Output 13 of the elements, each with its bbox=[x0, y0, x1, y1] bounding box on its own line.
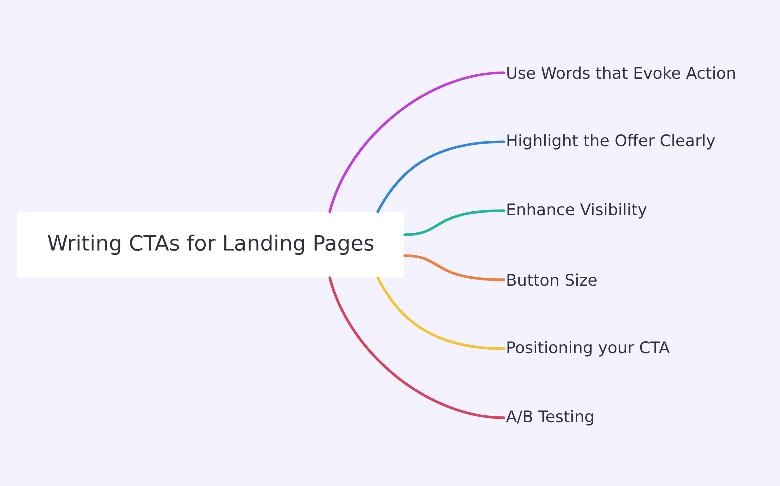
branch-label: Enhance Visibility bbox=[508, 203, 647, 219]
branch-connector bbox=[376, 140, 506, 214]
branch-connector bbox=[328, 276, 506, 420]
branch-label: A/B Testing bbox=[506, 410, 594, 426]
branch-connector bbox=[404, 210, 506, 236]
branch-label: Use Words that Evoke Action bbox=[508, 66, 736, 80]
root-topic-box: Writing CTAs for Landing Pages bbox=[18, 212, 404, 278]
branch-connector bbox=[328, 72, 506, 214]
branch-connector bbox=[376, 276, 506, 350]
branch-label: Button Size bbox=[508, 274, 597, 286]
branch-label: Positioning your CTA bbox=[508, 341, 670, 357]
branch-label: Highlight the Offer Clearly bbox=[508, 134, 716, 150]
branch-connector bbox=[404, 254, 506, 282]
